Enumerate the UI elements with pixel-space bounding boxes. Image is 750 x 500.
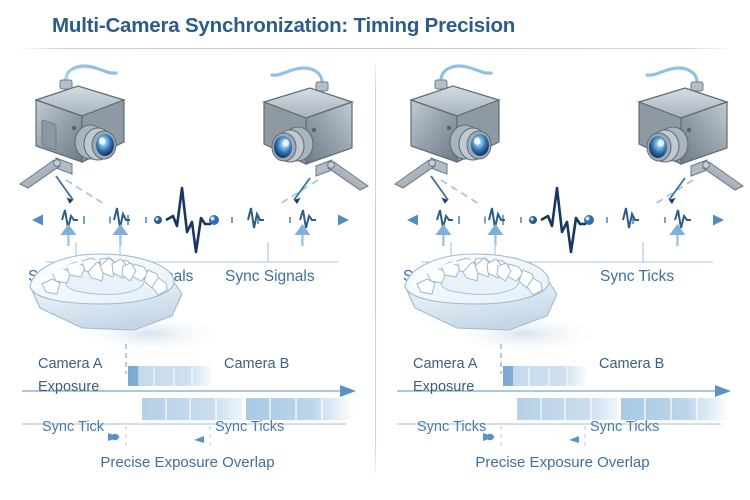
tick-arrow <box>435 224 452 246</box>
timeline-label-camera-a: Camera A <box>413 356 478 372</box>
timeline-label-camera-b: Camera B <box>599 356 665 372</box>
page-title: Multi-Camera Synchronization: Timing Pre… <box>52 14 516 37</box>
sync-tick-marker <box>194 436 204 443</box>
exposure-timeline <box>14 344 364 454</box>
panel-caption: Precise Exposure Overlap <box>475 454 650 471</box>
camera-illustration-right <box>593 64 744 194</box>
dental-arch-model <box>397 246 612 361</box>
sync-tick-label-left: Sync Ticks <box>417 419 487 435</box>
exposure-bars <box>142 398 354 420</box>
timeline-label-exposure: Exposure <box>413 379 475 395</box>
camera-illustration-left <box>19 62 170 192</box>
tick-arrow <box>60 224 77 246</box>
timeline-label-camera-b: Camera B <box>224 356 290 372</box>
dental-arch-model <box>22 246 237 361</box>
sync-tick-marker <box>483 433 495 441</box>
timeline-label-exposure: Exposure <box>38 379 100 395</box>
sync-signal-waveform <box>18 174 363 254</box>
panel-right: Sync Ticks Sync Ticks <box>375 56 750 500</box>
panel-caption: Precise Exposure Overlap <box>100 454 275 471</box>
camera-a-exposure-bar <box>128 366 214 386</box>
camera-illustration-right <box>218 64 369 194</box>
panel-left: Synchronization Signals Sync Signals <box>0 56 375 500</box>
tick-arrow <box>487 224 504 246</box>
sync-tick-label-right: Sync Ticks <box>590 419 660 435</box>
sync-tick-label-right: Sync Ticks <box>215 419 285 435</box>
camera-illustration-left <box>394 62 545 192</box>
camera-a-exposure-bar <box>503 366 589 386</box>
sync-tick-marker <box>108 433 120 441</box>
title-divider <box>18 48 732 49</box>
exposure-timeline <box>389 344 739 454</box>
signal-label-secondary: Sync Signals <box>225 268 315 285</box>
sync-signal-waveform <box>393 174 738 254</box>
sync-tick-label-left: Sync Tick <box>42 419 105 435</box>
signal-label-secondary: Sync Ticks <box>600 268 675 285</box>
timeline-label-camera-a: Camera A <box>38 356 103 372</box>
exposure-bars <box>517 398 729 420</box>
sync-tick-marker <box>569 436 579 443</box>
tick-arrow <box>294 224 311 246</box>
panel-divider <box>375 56 376 480</box>
tick-arrow <box>112 224 129 246</box>
tick-arrow <box>669 224 686 246</box>
